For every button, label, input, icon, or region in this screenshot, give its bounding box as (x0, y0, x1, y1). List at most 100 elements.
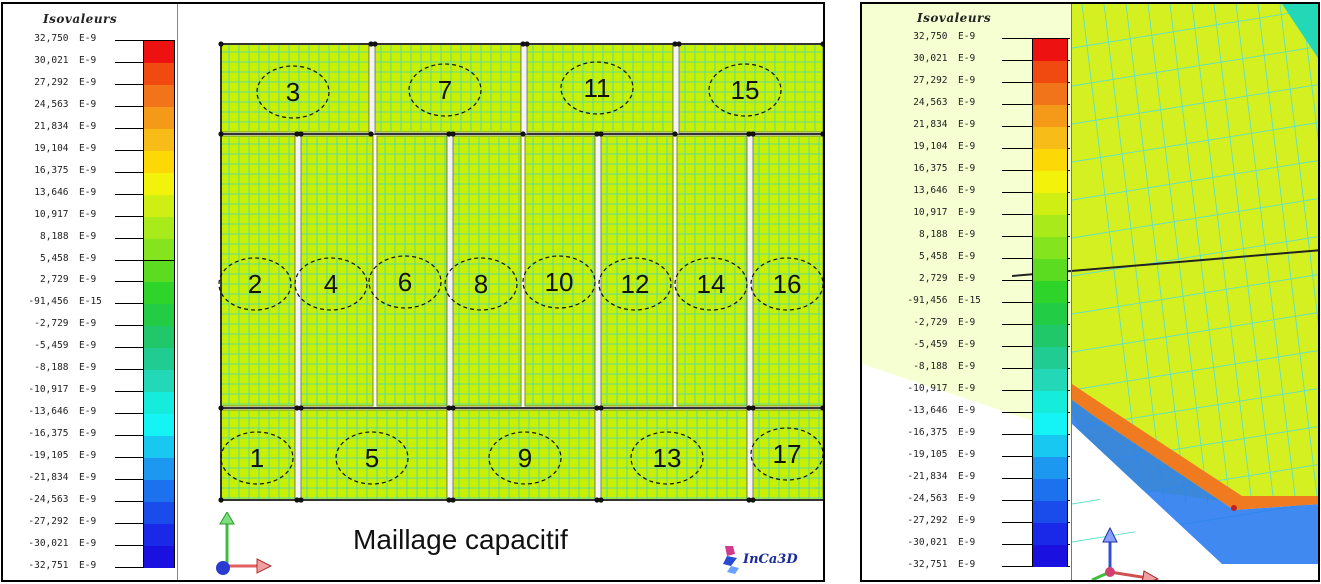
color-band (1033, 303, 1067, 325)
region-label: 12 (621, 269, 650, 299)
legend-exponent: E-9 (79, 406, 97, 418)
plate-ghost (862, 4, 1072, 434)
mesh-node (594, 497, 600, 503)
legend-value: 27,292 (913, 75, 948, 86)
region-label: 17 (773, 439, 802, 469)
color-band (1033, 347, 1067, 369)
legend-exponent: E-9 (79, 98, 97, 110)
legend-exponent: E-9 (79, 340, 97, 352)
color-band (144, 348, 174, 371)
legend-value: -5,459 (913, 339, 948, 350)
legend-exponent: E-9 (958, 97, 976, 108)
mesh-node (820, 41, 823, 47)
region-marker (560, 61, 634, 115)
legend-exponent: E-9 (79, 208, 97, 220)
legend-exponent: E-9 (958, 493, 976, 504)
legend-value: 27,292 (34, 76, 69, 88)
color-band (144, 216, 174, 239)
region-label: 11 (584, 73, 611, 103)
legend-value: -21,834 (28, 472, 69, 483)
legend-exponent: E-9 (958, 251, 976, 262)
legend-exponent: E-9 (958, 185, 976, 196)
legend-exponent: E-9 (79, 230, 97, 242)
plate-gridline (1125, 4, 1187, 505)
mesh-panel (450, 409, 596, 501)
legend-exponent: E-9 (958, 383, 976, 394)
legend-exponent: E-9 (79, 252, 97, 264)
legend-value: -91,456 (907, 295, 948, 306)
legend-value: 8,188 (919, 229, 948, 240)
legend-value: 32,750 (913, 31, 948, 42)
legend-value: 2,729 (40, 274, 69, 286)
mesh-gap (446, 133, 454, 501)
color-band (1033, 479, 1067, 501)
color-band (1033, 83, 1067, 105)
legend-exponent: E-9 (79, 515, 97, 527)
color-band (144, 106, 174, 129)
color-band (1033, 39, 1067, 61)
legend-exponent: E-9 (79, 164, 97, 176)
region-label: 10 (545, 267, 574, 297)
region-label: 7 (438, 75, 452, 105)
region-marker (256, 65, 330, 119)
plate-gridline (1071, 274, 1318, 315)
legend-value: -19,105 (28, 450, 69, 462)
legend-value: 21,834 (913, 119, 948, 130)
plate-gridline (1213, 4, 1275, 505)
legend-exponent: E-9 (79, 559, 97, 571)
legend-value: -10,917 (28, 384, 69, 396)
mesh-node (294, 131, 300, 137)
plate-edge (1072, 384, 1318, 510)
legend-value: -10,917 (907, 383, 948, 394)
mesh-node (746, 131, 752, 137)
legend-exponent: E-15 (958, 295, 981, 306)
color-band (1033, 413, 1067, 435)
legend-exponent: E-9 (79, 318, 97, 330)
legend-value: -30,021 (28, 537, 69, 549)
plate-gridline (1169, 4, 1231, 505)
region-marker (598, 257, 672, 311)
legend-title-3d: Isovaleurs (917, 11, 992, 25)
legend-value: 13,646 (34, 186, 69, 198)
mesh-node (520, 41, 526, 47)
color-band (1033, 523, 1067, 545)
region-label: 4 (324, 269, 338, 299)
legend-exponent: E-9 (958, 515, 976, 526)
mesh-panel (750, 135, 823, 407)
legend-value: 21,834 (34, 120, 69, 132)
legend-value: -91,456 (28, 296, 69, 308)
region-marker (630, 431, 704, 485)
region-marker (488, 431, 562, 485)
mesh-node (446, 131, 452, 137)
color-band (1033, 281, 1067, 303)
color-band (144, 392, 174, 415)
legend-exponent: E-9 (958, 537, 976, 548)
color-band (1033, 193, 1067, 215)
legend-value: -32,751 (28, 559, 69, 571)
region-marker (674, 257, 748, 311)
region-marker (408, 63, 482, 117)
mesh-node (520, 131, 526, 137)
mesh-gap (672, 43, 680, 135)
plate-surface (1072, 4, 1318, 504)
legend-value: 16,375 (34, 164, 69, 176)
mesh-gap (368, 43, 376, 135)
mesh-node (750, 131, 756, 137)
legend-exponent: E-9 (79, 384, 97, 396)
legend-exponent: E-9 (79, 362, 97, 374)
plate-gridline (1279, 4, 1318, 325)
legend-exponent: E-9 (79, 450, 97, 462)
mesh-node (368, 131, 374, 137)
color-scale-bar (143, 40, 175, 568)
mesh-node (450, 497, 456, 503)
region-marker (522, 255, 596, 309)
mesh-node (218, 41, 224, 47)
legend-exponent: E-9 (958, 449, 976, 460)
legend-value: -8,188 (913, 361, 948, 372)
color-band (144, 436, 174, 459)
legend-value: 13,646 (913, 185, 948, 196)
mesh-gap (594, 133, 602, 501)
